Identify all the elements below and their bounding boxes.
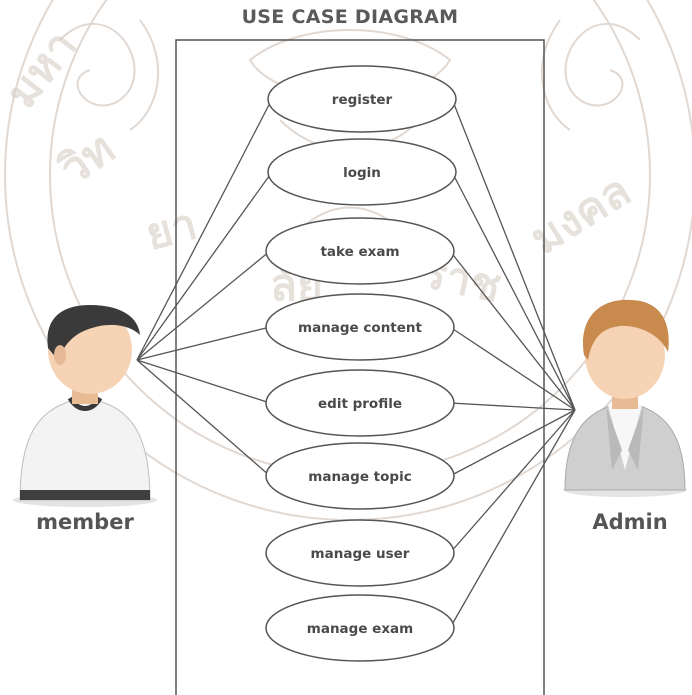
system-boundary [175, 39, 545, 695]
use-case-manage-content: manage content [265, 293, 455, 361]
use-case-label: edit profile [318, 396, 402, 412]
association-member-login [136, 171, 273, 361]
use-case-label: login [343, 165, 381, 181]
use-case-manage-user: manage user [265, 519, 455, 587]
association-admin-manage-exam [449, 409, 576, 629]
use-case-login: login [267, 138, 457, 206]
use-case-ellipse [265, 369, 455, 437]
use-cases: register login take exam manage content edit… [265, 65, 457, 662]
use-case-label: manage topic [308, 469, 411, 485]
admin-actor-label: Admin [592, 510, 668, 534]
association-admin-edit-profile [449, 402, 576, 411]
use-case-ellipse [265, 217, 455, 285]
association-admin-login [451, 171, 576, 411]
use-case-manage-topic: manage topic [265, 442, 455, 510]
association-member-manage-topic [136, 359, 271, 477]
use-case-label: register [332, 92, 393, 108]
association-member-register [136, 98, 273, 361]
association-admin-manage-content [449, 326, 576, 411]
use-case-ellipse [267, 65, 457, 133]
association-admin-take-exam [449, 250, 576, 411]
use-case-ellipse [267, 138, 457, 206]
use-case-label: manage content [298, 320, 423, 336]
use-case-edit-profile: edit profile [265, 369, 455, 437]
use-case-ellipse [265, 519, 455, 587]
association-member-manage-content [136, 326, 271, 361]
association-admin-register [451, 98, 576, 411]
use-case-label: take exam [320, 244, 399, 260]
association-admin-manage-user [449, 409, 576, 554]
use-case-register: register [267, 65, 457, 133]
use-case-label: manage exam [307, 621, 413, 637]
use-case-ellipse [265, 594, 455, 662]
use-case-label: manage user [311, 546, 410, 562]
use-case-manage-exam: manage exam [265, 594, 455, 662]
diagram-title: USE CASE DIAGRAM [241, 6, 459, 28]
association-member-take-exam [136, 250, 271, 361]
use-case-ellipse [265, 442, 455, 510]
member-actor-label: member [36, 510, 134, 534]
association-lines [136, 98, 576, 629]
use-case-take-exam: take exam [265, 217, 455, 285]
member-avatar-icon [13, 305, 157, 507]
use-case-ellipse [265, 293, 455, 361]
association-member-edit-profile [136, 359, 271, 404]
association-admin-manage-topic [449, 409, 576, 477]
admin-avatar-icon [563, 299, 687, 497]
